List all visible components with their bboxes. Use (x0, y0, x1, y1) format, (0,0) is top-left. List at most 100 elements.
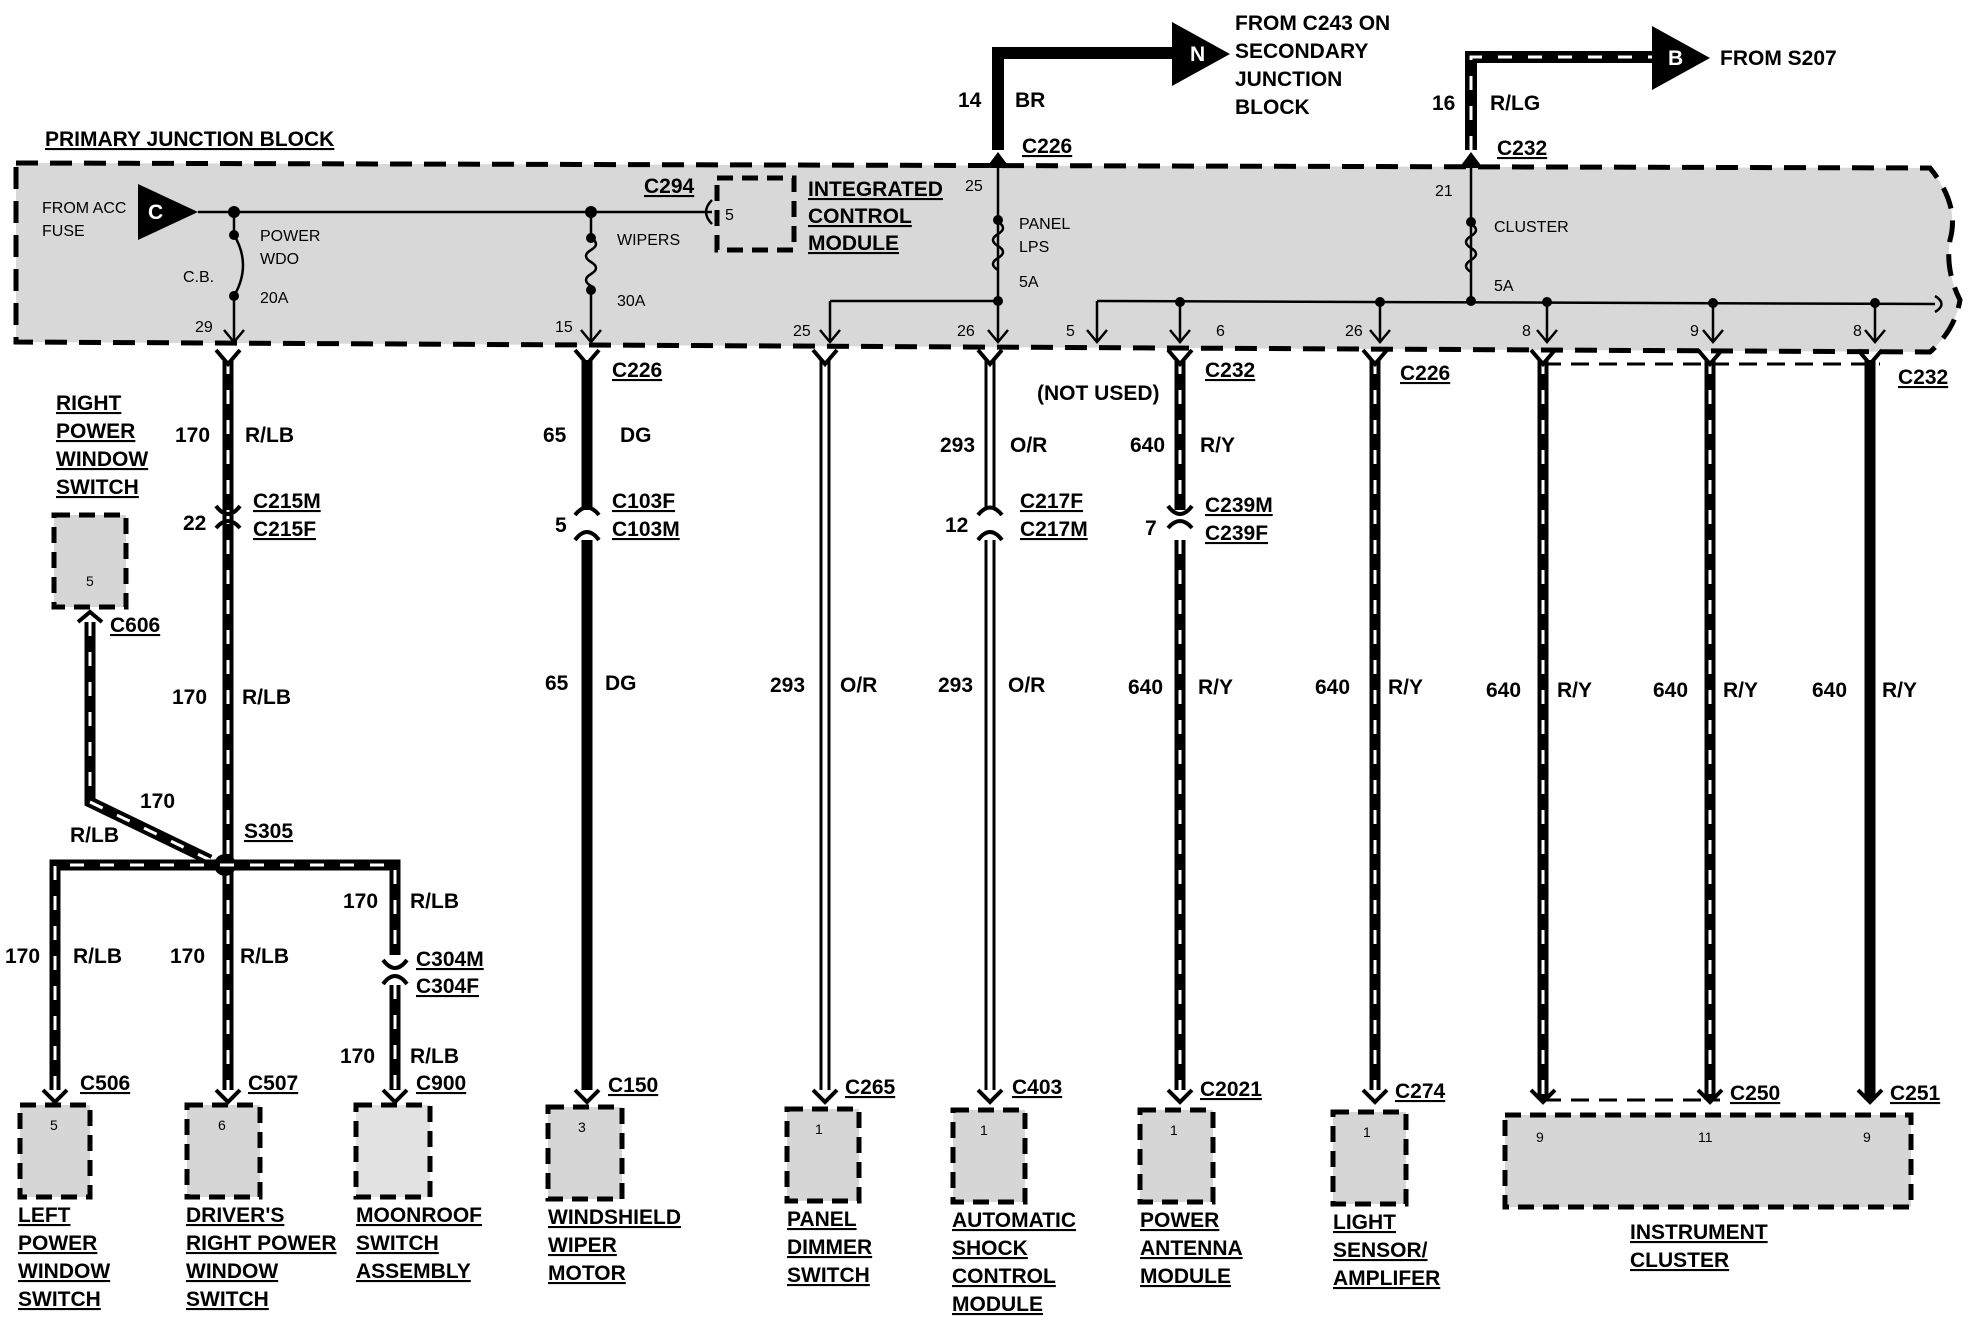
rlb-a: R/LB (245, 424, 294, 447)
dg-a: DG (620, 424, 652, 447)
n-from-line3: JUNCTION (1235, 68, 1342, 91)
c217m: C217M (1020, 518, 1088, 541)
shock-line4: MODULE (952, 1293, 1043, 1316)
w65-a: 65 (543, 424, 567, 447)
junction-block-title: PRIMARY JUNCTION BLOCK (45, 128, 334, 151)
circuit-breaker-symbol (232, 234, 245, 297)
rpws-line1: RIGHT (56, 392, 122, 415)
jb-pin-29: 29 (195, 319, 213, 336)
connector-n-letter: N (1190, 43, 1205, 66)
wipers-fuse-symbol (584, 236, 598, 288)
power-wdo-line1: POWER (260, 228, 320, 245)
panel-lps-line1: PANEL (1019, 216, 1070, 233)
w170-c: 170 (140, 790, 175, 813)
panel-dimmer-switch-box (784, 1106, 862, 1204)
cluster-pin-c: 9 (1863, 1129, 1871, 1145)
c606: C606 (110, 614, 160, 637)
antenna-line2: ANTENNA (1140, 1237, 1243, 1260)
c900: C900 (416, 1072, 466, 1095)
lpws-line3: WINDOW (18, 1260, 110, 1283)
wiper-line3: MOTOR (548, 1262, 626, 1285)
n-from-line4: BLOCK (1235, 96, 1310, 119)
or-b: O/R (1010, 434, 1047, 457)
wiper-pin: 3 (578, 1119, 586, 1135)
c304f: C304F (416, 975, 479, 998)
jb-pin-25: 25 (793, 323, 811, 340)
cluster-amps: 5A (1494, 278, 1514, 295)
panel-lps-line2: LPS (1019, 239, 1049, 256)
lpws-line1: LEFT (18, 1204, 71, 1227)
w293-c: 293 (938, 674, 973, 697)
c251: C251 (1890, 1082, 1941, 1105)
b-conn: C232 (1497, 137, 1547, 160)
rpws-line2: POWER (56, 420, 135, 443)
c239f: C239F (1205, 522, 1268, 545)
n-from-line1: FROM C243 ON (1235, 12, 1390, 35)
drpws-line3: WINDOW (186, 1260, 278, 1283)
drpws-line2: RIGHT POWER (186, 1232, 337, 1255)
w65-b: 65 (545, 672, 569, 695)
antenna-pin: 1 (1170, 1122, 1178, 1138)
cluster-label: CLUSTER (1494, 219, 1569, 236)
rpws-pin: 5 (86, 573, 94, 589)
ry-f: R/Y (1882, 679, 1917, 702)
drpws-pin: 6 (218, 1117, 226, 1133)
cb-amps: 20A (260, 290, 289, 307)
icm-box (714, 175, 797, 253)
jb-pin-25-top: 25 (965, 178, 983, 195)
drivers-right-power-window-switch-box (184, 1102, 263, 1200)
panel-lps-fuse (991, 220, 1005, 272)
b-from: FROM S207 (1720, 47, 1837, 70)
rpws-line3: WINDOW (56, 448, 148, 471)
n-conn: C226 (1022, 135, 1072, 158)
c215f: C215F (253, 518, 316, 541)
cluster-line2: CLUSTER (1630, 1249, 1729, 1272)
cluster-pin-b: 11 (1698, 1129, 1713, 1145)
moonroof-line3: ASSEMBLY (356, 1260, 471, 1283)
w640-b: 640 (1128, 676, 1163, 699)
c103m: C103M (612, 518, 680, 541)
lpws-line4: SWITCH (18, 1288, 101, 1311)
lpws-line2: POWER (18, 1232, 97, 1255)
shock-line1: AUTOMATIC (952, 1209, 1076, 1232)
wire-14-br (992, 47, 1175, 150)
dimmer-line1: PANEL (787, 1208, 857, 1231)
n-from-line2: SECONDARY (1235, 40, 1368, 63)
pin-7: 7 (1145, 517, 1157, 540)
moonroof-line1: MOONROOF (356, 1204, 482, 1227)
moonroof-line2: SWITCH (356, 1232, 439, 1255)
c274: C274 (1395, 1080, 1446, 1103)
dimmer-line2: DIMMER (787, 1236, 872, 1259)
c507: C507 (248, 1072, 298, 1095)
ry-c: R/Y (1388, 676, 1423, 699)
or-c: O/R (1008, 674, 1045, 697)
jb-pin-5: 5 (1066, 323, 1075, 340)
power-antenna-module-box (1137, 1107, 1216, 1205)
w640-a: 640 (1130, 434, 1165, 457)
c150: C150 (608, 1074, 658, 1097)
shock-line3: CONTROL (952, 1265, 1056, 1288)
n-color: BR (1015, 89, 1045, 112)
automatic-shock-control-module-box (950, 1107, 1028, 1205)
antenna-line3: MODULE (1140, 1265, 1231, 1288)
n-circuit: 14 (958, 89, 982, 112)
primary-junction-block (13, 160, 1963, 355)
sensor-line2: SENSOR/ (1333, 1239, 1428, 1262)
light-sensor-amplifier-box (1330, 1109, 1409, 1207)
rpws-line4: SWITCH (56, 476, 139, 499)
right-power-window-switch-box (51, 512, 129, 610)
connector-n-triangle (1172, 22, 1230, 86)
connector-b-triangle (1652, 26, 1710, 90)
sensor-line1: LIGHT (1333, 1211, 1396, 1234)
jb-pin-8: 8 (1522, 323, 1531, 340)
power-wdo-line2: WDO (260, 251, 299, 268)
jb-pin-26b: 26 (1345, 323, 1363, 340)
s305: S305 (244, 820, 293, 843)
dimmer-line3: SWITCH (787, 1264, 870, 1287)
cluster-line1: INSTRUMENT (1630, 1221, 1768, 1244)
wiper-line1: WINDSHIELD (548, 1206, 681, 1229)
jb-pin-21: 21 (1435, 183, 1453, 200)
w170-e: 170 (5, 945, 40, 968)
rlb-c: R/LB (70, 824, 119, 847)
from-acc-fuse-line2: FUSE (42, 223, 85, 240)
